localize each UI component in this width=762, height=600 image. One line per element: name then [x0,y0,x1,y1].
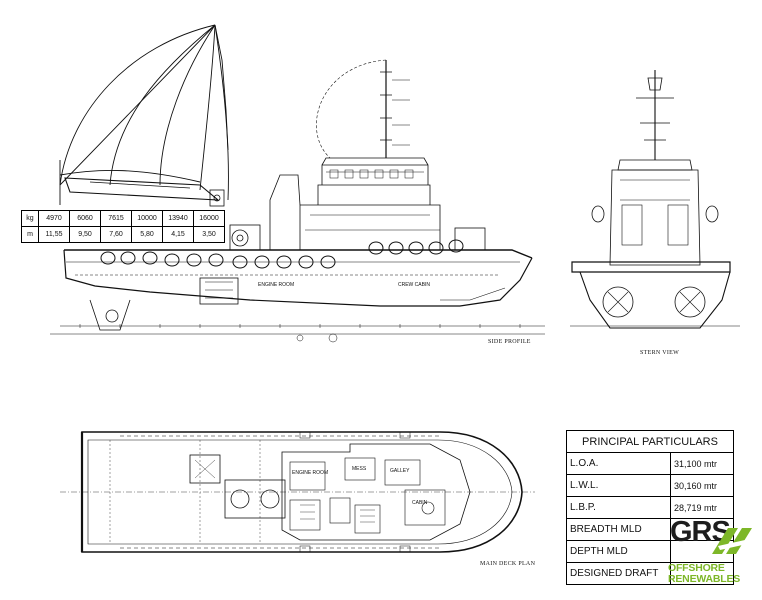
principal-particulars-title: PRINCIPAL PARTICULARS [566,430,734,453]
galley-label: GALLEY [390,468,410,474]
main-deck-plan [60,431,535,553]
particular-value: 30,160 mtr [670,474,734,497]
reach-value: 7,60 [100,226,132,243]
engine-room-plan-label: ENGINE ROOM [292,470,329,476]
crane-row-load: kg 4970 6060 7615 10000 13940 16000 [21,210,225,227]
particular-row: DESIGNED DRAFT [566,562,734,585]
logo-line-renewables: RENEWABLES [668,573,741,585]
load-value: 13940 [162,210,194,227]
frame-ticks [79,324,521,343]
particular-row: L.B.P. 28,719 mtr [566,496,734,519]
side-profile-view [50,24,545,343]
side-profile-caption: SIDE PROFILE [488,339,531,345]
crane-boom [64,177,225,207]
reach-unit: m [21,226,39,243]
stern-view-caption: STERN VIEW [640,350,680,356]
engine-room-label: ENGINE ROOM [258,282,295,288]
cabin-label: CABIN [412,500,428,506]
logo-mark-icon [712,528,756,554]
particular-label: DESIGNED DRAFT [566,562,671,585]
load-unit: kg [21,210,39,227]
main-deck-plan-caption: MAIN DECK PLAN [480,561,536,567]
logo-line-offshore: OFFSHORE [668,562,725,574]
particular-label: L.B.P. [566,496,671,519]
particular-value: 31,100 mtr [670,452,734,475]
crew-cabin-label: CREW CABIN [398,282,430,288]
grs-logo: GRS OFFSHORE RENEWABLES [668,516,760,596]
deck-bollards [120,431,440,553]
crane-envelope [59,24,229,205]
superstructure [269,157,486,251]
fenders [100,239,464,269]
particular-label: L.O.A. [566,452,671,475]
particular-label: DEPTH MLD [566,540,671,563]
reach-value: 3,50 [193,226,225,243]
load-value: 6060 [69,210,101,227]
reach-value: 9,50 [69,226,101,243]
load-value: 16000 [193,210,225,227]
mess-label: MESS [352,466,367,472]
crane-row-reach: m 11,55 9,50 7,60 5,80 4,15 3,50 [21,226,225,243]
reach-value: 5,80 [131,226,163,243]
load-value: 4970 [38,210,70,227]
particular-label: L.W.L. [566,474,671,497]
stern-view [570,70,740,329]
load-value: 7615 [100,210,132,227]
particular-row: L.W.L. 30,160 mtr [566,474,734,497]
particular-label: BREADTH MLD [566,518,671,541]
reach-value: 11,55 [38,226,70,243]
reach-value: 4,15 [162,226,194,243]
towing-winch [189,454,286,519]
crane-capacity-table: kg 4970 6060 7615 10000 13940 16000 m 11… [21,210,225,243]
engine-machinery [199,224,261,305]
load-value: 10000 [131,210,163,227]
hull-profile [50,249,545,335]
particular-value [670,562,734,585]
particular-row: L.O.A. 31,100 mtr [566,452,734,475]
mast [316,59,410,159]
